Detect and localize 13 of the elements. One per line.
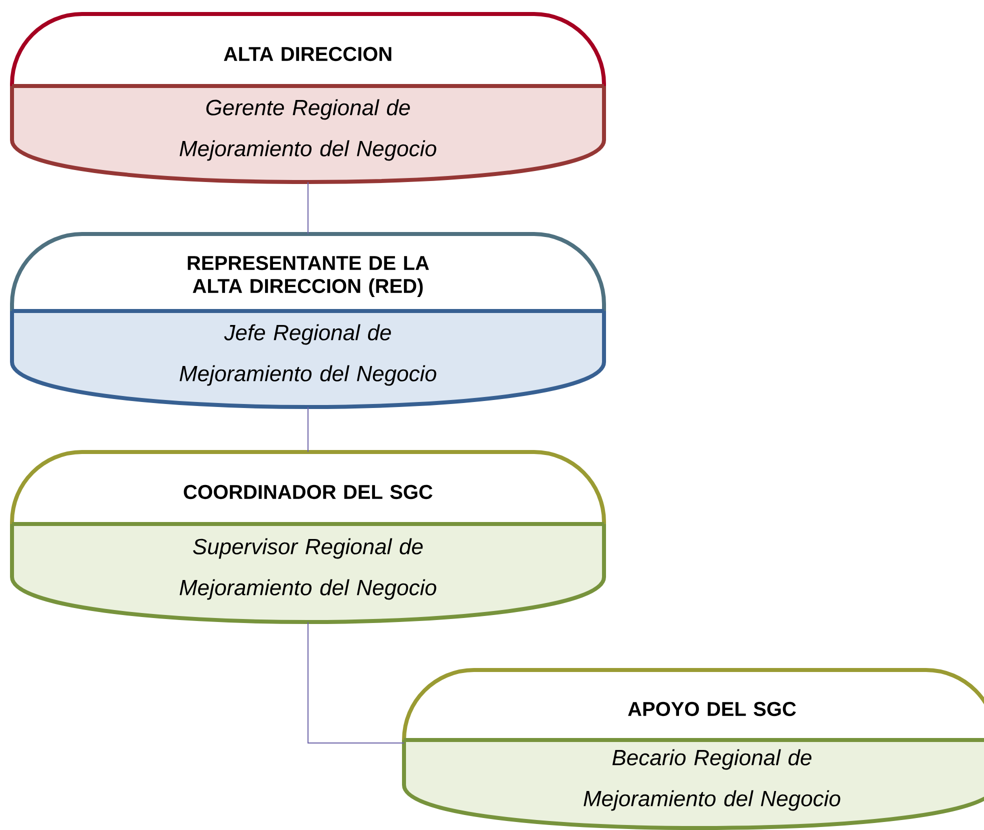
node-label: Jefe Regional de Mejoramiento del Negocio — [180, 324, 436, 386]
node-label: COORDINADOR DEL SGC — [184, 484, 432, 500]
connector-line — [308, 622, 404, 744]
org-card: ALTA DIRECCION Gerente Regional de Mejoramiento del Negocio — [10, 12, 606, 184]
node-label: Gerente Regional de Mejoramiento del Negocio — [180, 99, 436, 161]
node-label: ALTA DIRECCION — [224, 46, 392, 62]
org-card: REPRESENTANTE DE LA ALTA DIRECCION (RED) Jefe Regional de Mejoramiento del Negocio — [10, 232, 606, 409]
node-label: Supervisor Regional de Mejoramiento del Negocio — [180, 538, 436, 600]
node-label: APOYO DEL SGC — [628, 702, 796, 716]
node-label: Becario Regional de Mejoramiento del Negocio — [584, 749, 840, 811]
org-card: COORDINADOR DEL SGC Supervisor Regional de Mejoramiento del Negocio — [10, 450, 606, 624]
node-label: REPRESENTANTE DE LA ALTA DIRECCION (RED) — [188, 256, 429, 298]
org-card: APOYO DEL SGC Becario Regional de Mejoramiento del Negocio — [402, 668, 984, 830]
